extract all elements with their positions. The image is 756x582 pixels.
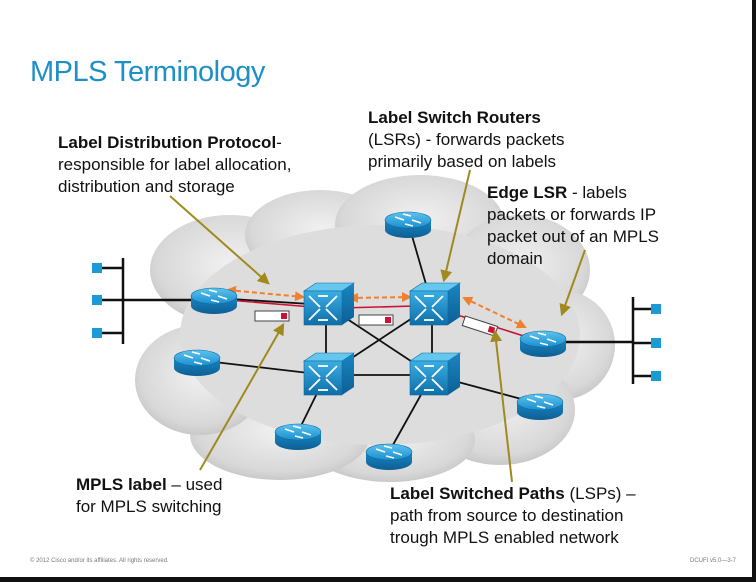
lsr-annotation: Label Switch Routers (LSRs) - forwards p…	[368, 107, 565, 173]
ldp-annotation: Label Distribution Protocol- responsible…	[58, 132, 291, 198]
edge-router-icon	[519, 330, 567, 358]
edge-lsr-line2: packets or forwards IP	[487, 205, 657, 224]
label-icon	[358, 314, 394, 326]
router-icon	[384, 211, 432, 239]
slide-frame-right	[752, 0, 756, 582]
lsr-icon	[303, 352, 355, 396]
course-footer: DCUFI v5.0—3-7	[689, 558, 736, 564]
ldp-line3: distribution and storage	[58, 177, 235, 196]
router-icon	[274, 423, 322, 451]
mpls-label-annotation: MPLS label – used for MPLS switching	[76, 474, 222, 518]
ldp-term: Label Distribution Protocol	[58, 133, 277, 152]
slide-title: MPLS Terminology	[30, 56, 265, 88]
lsr-line2: (LSRs) - forwards packets	[368, 130, 565, 149]
lsr-icon	[303, 282, 355, 326]
host-icon	[651, 371, 661, 381]
ldp-line1-rest: -	[276, 133, 282, 152]
lsr-icon	[409, 352, 461, 396]
mpls-label-term: MPLS label	[76, 475, 167, 494]
lsr-line3: primarily based on labels	[368, 152, 557, 171]
label-icon	[254, 310, 290, 322]
edge-lsr-term: Edge LSR	[487, 183, 568, 202]
router-icon	[365, 443, 413, 471]
callout-lines	[169, 169, 586, 483]
lsp-line2: path from source to destination	[390, 506, 624, 525]
host-icon	[651, 338, 661, 348]
lsr-icon	[409, 282, 461, 326]
router-icon	[516, 393, 564, 421]
lsr-term: Label Switch Routers	[368, 108, 541, 127]
router-icon	[173, 349, 221, 377]
mpls-label-line1-rest: – used	[166, 475, 223, 494]
ldp-arrows	[226, 285, 527, 329]
mpls-label-line2: for MPLS switching	[76, 497, 222, 516]
edge-router-icon	[190, 287, 238, 315]
slide-frame-bottom	[0, 577, 756, 582]
lsp-line1-rest: (LSPs) –	[564, 484, 636, 503]
edge-lsr-line4: domain	[487, 249, 543, 268]
ldp-line2: responsible for label allocation,	[58, 155, 292, 174]
host-icon	[651, 304, 661, 314]
lsp-term: Label Switched Paths	[390, 484, 565, 503]
lsp-annotation: Label Switched Paths (LSPs) – path from …	[390, 483, 636, 549]
lsp-line3: trough MPLS enabled network	[390, 528, 619, 547]
edge-lsr-line1-rest: - labels	[567, 183, 627, 202]
edge-lsr-line3: packet out of an MPLS	[487, 227, 659, 246]
host-icon	[92, 295, 102, 305]
edge-lsr-annotation: Edge LSR - labels packets or forwards IP…	[487, 182, 659, 270]
cloud-icon	[135, 175, 615, 482]
copyright-footer: © 2012 Cisco and/or its affiliates. All …	[30, 558, 169, 564]
host-icon	[92, 328, 102, 338]
host-icon	[92, 263, 102, 273]
